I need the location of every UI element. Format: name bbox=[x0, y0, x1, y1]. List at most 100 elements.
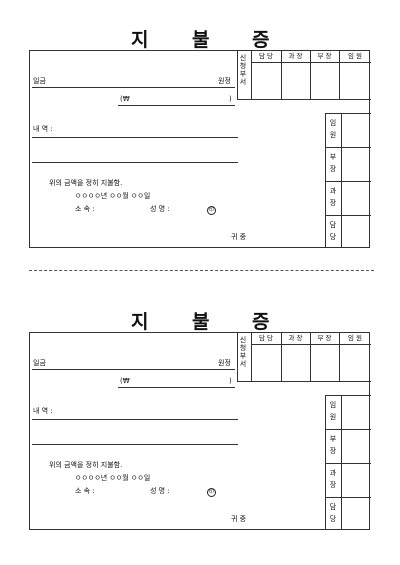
side-label-char: 부 bbox=[329, 435, 337, 443]
title-char: 지 bbox=[131, 311, 149, 333]
amount-underline bbox=[32, 369, 235, 370]
grid-line bbox=[237, 99, 371, 100]
grid-line bbox=[325, 395, 326, 530]
side-label-char: 장 bbox=[329, 447, 337, 455]
grid-line bbox=[251, 344, 371, 345]
header-cell: 부 장 bbox=[317, 334, 332, 342]
side-label-char: 과 bbox=[329, 469, 337, 477]
dept-label: 신청부서 bbox=[239, 54, 249, 86]
grid-line bbox=[339, 51, 340, 99]
recipient-text: 귀 중 bbox=[231, 515, 247, 523]
seal-icon: 印 bbox=[207, 488, 216, 497]
voucher-form: 신청부서 담 당 과 장 부 장 임 원 일금 원정 (₩ ) 임 원 부 장 … bbox=[29, 332, 371, 530]
grid-line bbox=[237, 381, 371, 382]
won-underline bbox=[118, 105, 235, 106]
amount-label: 일금 bbox=[33, 359, 46, 367]
name-label: 성 명 : bbox=[150, 487, 170, 495]
detail-underline bbox=[32, 137, 238, 138]
grid-line bbox=[281, 333, 282, 381]
side-label-char: 임 bbox=[329, 401, 337, 409]
header-cell: 임 원 bbox=[347, 334, 363, 342]
side-label: 임 원 bbox=[326, 399, 340, 423]
side-label: 임 원 bbox=[326, 117, 340, 141]
date-text: ㅇㅇㅇㅇ년 ㅇㅇ월 ㅇㅇ일 bbox=[75, 192, 151, 200]
confirm-text: 위의 금액을 정히 지불함. bbox=[49, 179, 123, 187]
grid-line bbox=[325, 429, 371, 430]
grid-line bbox=[281, 51, 282, 99]
side-label: 부 장 bbox=[326, 151, 340, 175]
grid-line bbox=[237, 333, 238, 381]
grid-line bbox=[325, 113, 326, 248]
seal-mark: 印 bbox=[207, 205, 216, 215]
grid-line bbox=[310, 333, 311, 381]
won-suffix: ) bbox=[229, 95, 232, 103]
detail-label: 내 역 : bbox=[33, 407, 53, 415]
won-prefix: (₩ bbox=[120, 377, 130, 385]
affiliation-label: 소 속 : bbox=[75, 487, 95, 495]
side-label-char: 임 bbox=[329, 119, 337, 127]
grid-line bbox=[251, 51, 252, 99]
grid-line bbox=[325, 181, 371, 182]
cut-line bbox=[29, 270, 374, 271]
grid-line bbox=[325, 147, 371, 148]
voucher-title: 지 불 증 bbox=[0, 307, 400, 333]
grid-line bbox=[339, 333, 340, 381]
grid-line bbox=[325, 463, 371, 464]
payment-voucher-top: 지 불 증 신청부서 담 당 과 장 부 장 임 원 일금 원정 (₩ ) bbox=[0, 0, 400, 260]
side-label: 담 당 bbox=[326, 501, 340, 525]
side-label: 과 장 bbox=[326, 467, 340, 491]
side-label: 담 당 bbox=[326, 219, 340, 243]
side-label: 과 장 bbox=[326, 185, 340, 209]
grid-line bbox=[237, 51, 238, 99]
grid-line bbox=[341, 113, 342, 248]
detail-underline bbox=[32, 162, 238, 163]
side-label-char: 장 bbox=[329, 165, 337, 173]
amount-suffix: 원정 bbox=[218, 77, 231, 85]
affiliation-label: 소 속 : bbox=[75, 205, 95, 213]
detail-label: 내 역 : bbox=[33, 125, 53, 133]
header-cell: 담 당 bbox=[258, 334, 274, 342]
grid-line bbox=[325, 497, 371, 498]
grid-line bbox=[325, 113, 371, 114]
side-label-char: 부 bbox=[329, 153, 337, 161]
dept-label-text: 신청부서 bbox=[239, 54, 247, 86]
side-label-char: 담 bbox=[329, 503, 337, 511]
header-cell: 과 장 bbox=[288, 52, 303, 60]
voucher-form: 신청부서 담 당 과 장 부 장 임 원 일금 원정 (₩ ) 임 원 부 장 … bbox=[29, 50, 371, 248]
grid-line bbox=[310, 51, 311, 99]
payment-voucher-bottom: 지 불 증 신청부서 담 당 과 장 부 장 임 원 일금 원정 (₩ ) bbox=[0, 282, 400, 542]
voucher-title: 지 불 증 bbox=[0, 25, 400, 51]
header-cell: 과 장 bbox=[288, 334, 303, 342]
name-label: 성 명 : bbox=[150, 205, 170, 213]
detail-underline bbox=[32, 419, 238, 420]
dept-label: 신청부서 bbox=[239, 336, 249, 368]
won-prefix: (₩ bbox=[120, 95, 130, 103]
side-label-char: 장 bbox=[329, 199, 337, 207]
amount-label: 일금 bbox=[33, 77, 46, 85]
grid-line bbox=[325, 215, 371, 216]
seal-mark: 印 bbox=[207, 487, 216, 497]
grid-line bbox=[341, 395, 342, 530]
side-label-char: 과 bbox=[329, 187, 337, 195]
header-cell: 담 당 bbox=[258, 52, 274, 60]
won-suffix: ) bbox=[229, 377, 232, 385]
side-label-char: 당 bbox=[329, 515, 337, 523]
side-label: 부 장 bbox=[326, 433, 340, 457]
side-label-char: 원 bbox=[329, 413, 337, 421]
seal-icon: 印 bbox=[207, 206, 216, 215]
title-char: 불 bbox=[192, 311, 210, 333]
side-label-char: 당 bbox=[329, 233, 337, 241]
title-char: 지 bbox=[131, 29, 149, 51]
won-underline bbox=[118, 387, 235, 388]
title-char: 불 bbox=[192, 29, 210, 51]
detail-underline bbox=[32, 444, 238, 445]
date-text: ㅇㅇㅇㅇ년 ㅇㅇ월 ㅇㅇ일 bbox=[75, 474, 151, 482]
grid-line bbox=[251, 62, 371, 63]
recipient-text: 귀 중 bbox=[231, 233, 247, 241]
side-label-char: 담 bbox=[329, 221, 337, 229]
amount-suffix: 원정 bbox=[218, 359, 231, 367]
dept-label-text: 신청부서 bbox=[239, 336, 247, 368]
side-label-char: 원 bbox=[329, 131, 337, 139]
confirm-text: 위의 금액을 정히 지불함. bbox=[49, 461, 123, 469]
header-cell: 부 장 bbox=[317, 52, 332, 60]
